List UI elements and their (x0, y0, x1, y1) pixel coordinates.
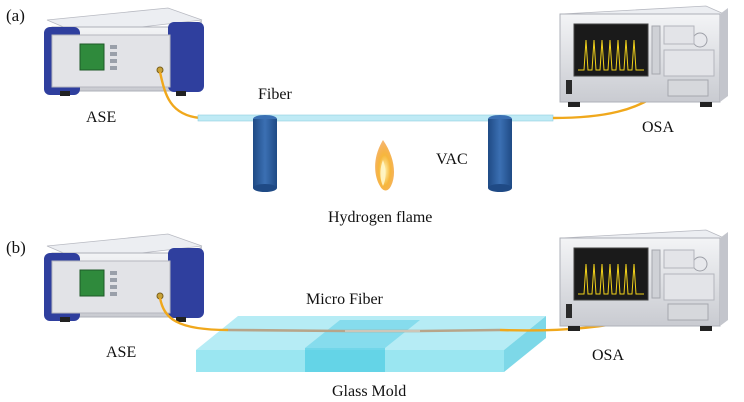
osa-label-a: OSA (642, 119, 674, 136)
panel-a-tag: (a) (6, 6, 25, 25)
vac-label: VAC (436, 151, 468, 168)
micro-fiber-label: Micro Fiber (306, 291, 384, 308)
vac-post-right (488, 115, 512, 192)
ase-source-device-b (44, 233, 204, 322)
ase-label-b: ASE (106, 344, 136, 361)
osa-analyzer-a (559, 5, 728, 107)
fiber-label: Fiber (258, 86, 292, 103)
glass-mold (196, 316, 546, 372)
panel-b: (b) ASE (6, 229, 728, 400)
osa-trace (578, 39, 644, 71)
osa-analyzer-b (559, 229, 728, 331)
ase-label-a: ASE (86, 109, 116, 126)
osa-knob (692, 32, 708, 48)
glass-mold-label: Glass Mold (332, 383, 406, 400)
panel-b-tag: (b) (6, 238, 26, 257)
ase-screen (79, 43, 105, 71)
lead-fiber-left-a (158, 71, 201, 120)
flame-label: Hydrogen flame (328, 209, 432, 226)
osa-label-b: OSA (592, 347, 624, 364)
ase-source-device-a (44, 7, 204, 96)
panel-a: (a) ASE Fiber (6, 5, 728, 226)
vac-post-left (253, 115, 277, 192)
lead-fiber-left-b (158, 297, 229, 332)
